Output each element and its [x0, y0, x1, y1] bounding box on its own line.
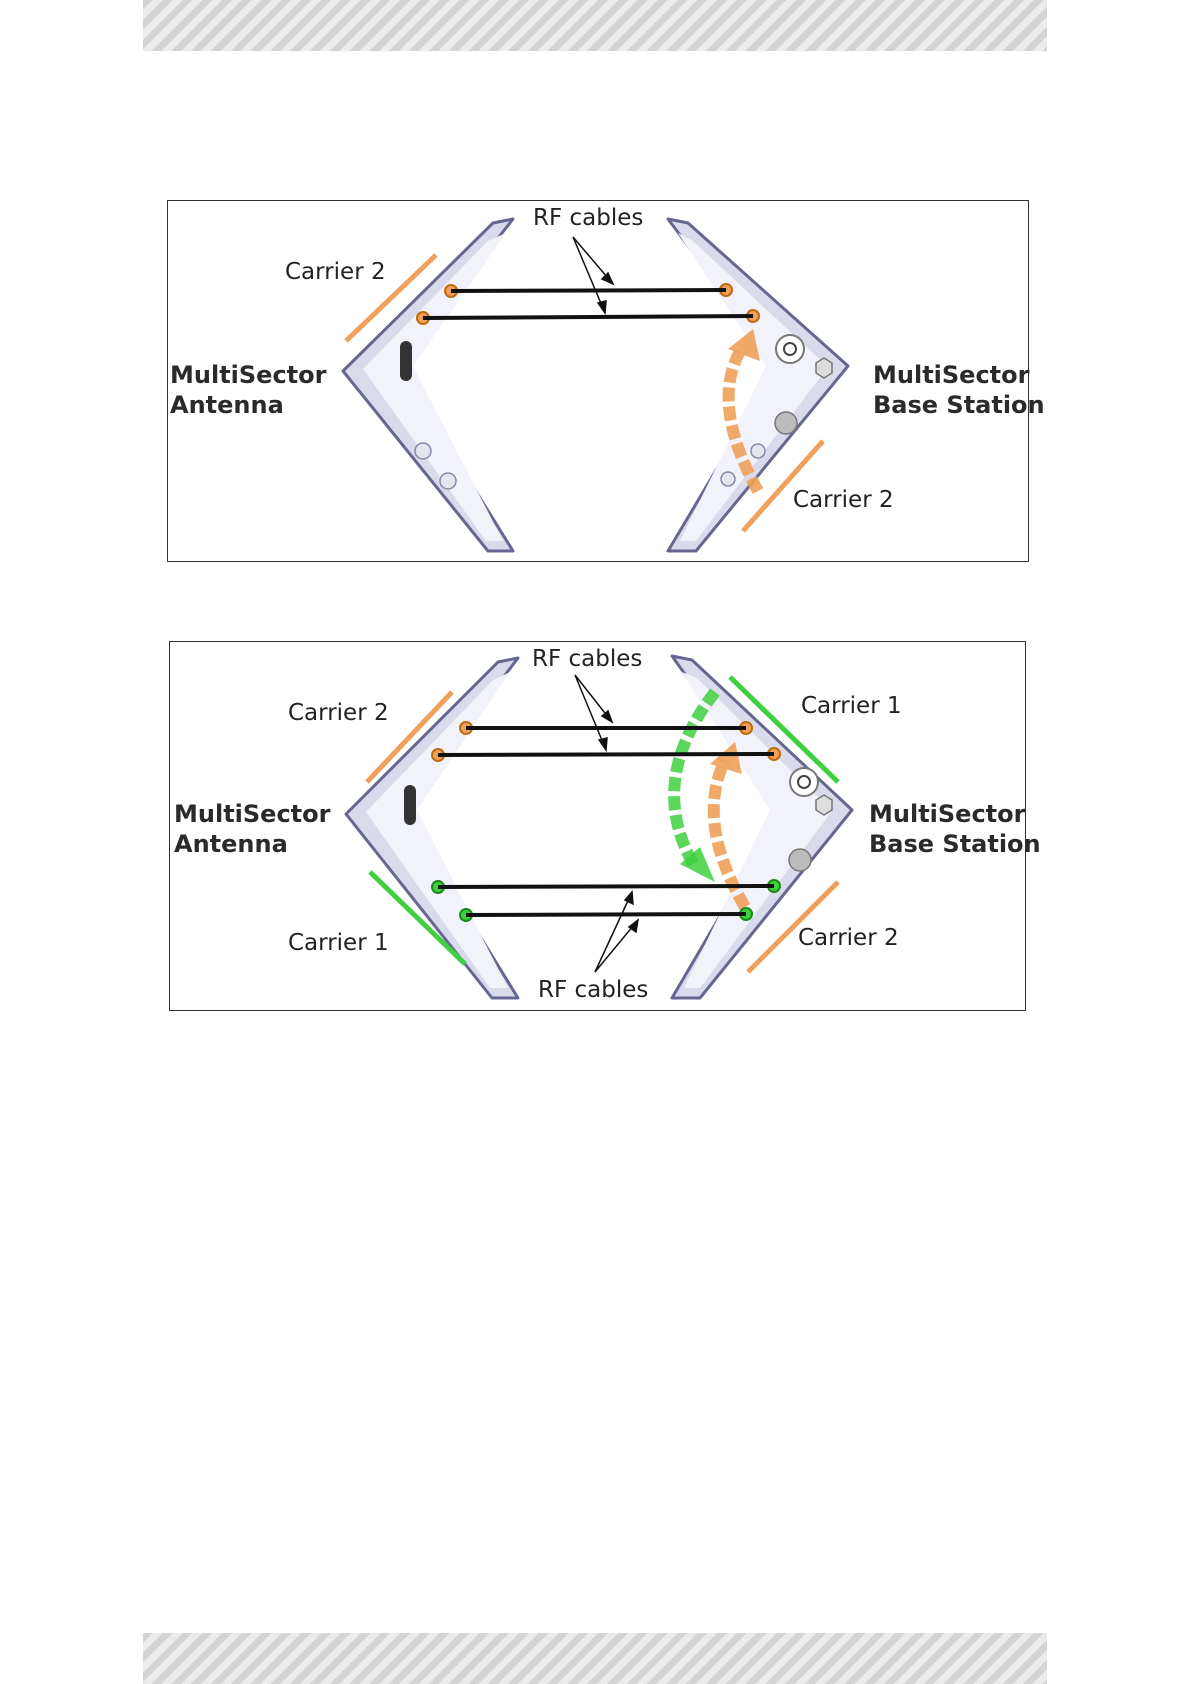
bs-carrier1-label: Carrier 1 — [801, 695, 902, 718]
antenna-label-line1: MultiSector — [170, 363, 326, 387]
antenna-carrier1-label: Carrier 1 — [288, 932, 389, 955]
port-knob-icon — [790, 768, 818, 796]
hex-bolt-icon — [816, 795, 832, 815]
rf-cable-1 — [451, 290, 726, 291]
rf-cable-2 — [438, 754, 774, 755]
header-hatch-band — [143, 0, 1047, 51]
antenna-carrier-label: Carrier 2 — [285, 261, 386, 284]
rf-cables-top-label: RF cables — [532, 648, 642, 671]
rf-cable-3 — [438, 886, 774, 887]
base-station-label-line1: MultiSector — [869, 802, 1025, 826]
rf-cables-bottom-label: RF cables — [538, 979, 648, 1002]
footer-hatch-band — [143, 1633, 1047, 1684]
antenna-label-line1: MultiSector — [174, 802, 330, 826]
antenna-label-line2: Antenna — [170, 393, 284, 417]
antenna-carrier2-label: Carrier 2 — [288, 702, 389, 725]
bs-carrier2-label: Carrier 2 — [798, 927, 899, 950]
diagram-dual-carrier: RF cables Carrier 2 Carrier 1 MultiSecto… — [169, 641, 1026, 1011]
base-station-label-line2: Base Station — [869, 832, 1041, 856]
base-station-label-line2: Base Station — [873, 393, 1045, 417]
rf-cable-pointers-top — [575, 675, 612, 750]
rf-cable-pointers — [573, 237, 613, 313]
rf-cable-2 — [423, 316, 753, 318]
antenna-label-line2: Antenna — [174, 832, 288, 856]
bs-carrier-label: Carrier 2 — [793, 489, 894, 512]
rf-cables-label: RF cables — [533, 207, 643, 230]
hex-bolt-icon — [816, 358, 832, 378]
base-station-label-line1: MultiSector — [873, 363, 1029, 387]
diagram-single-carrier: RF cables Carrier 2 MultiSector Antenna … — [167, 200, 1029, 562]
port-knob-icon — [776, 335, 804, 363]
rf-cable-pointers-bottom — [595, 892, 638, 972]
rf-cable-4 — [466, 914, 746, 915]
carrier1-shift-arrow — [674, 692, 715, 882]
